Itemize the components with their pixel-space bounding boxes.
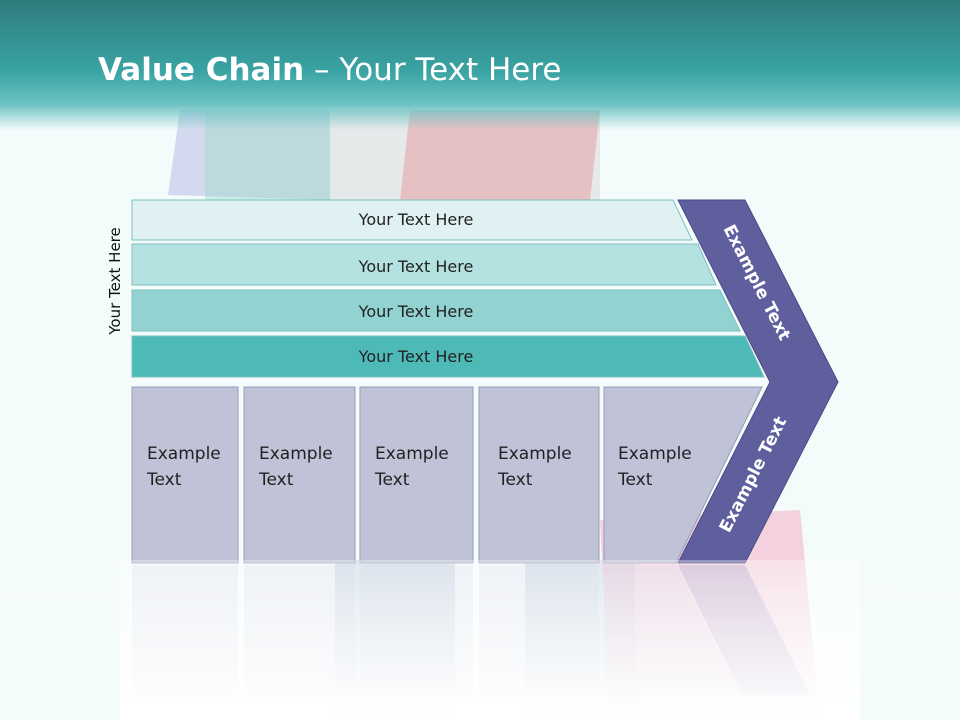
box-4-line2: Text [497, 470, 533, 490]
box-4 [478, 386, 600, 564]
bar-2-label: Your Text Here [358, 257, 474, 276]
bars-group: Your Text Here Your Text Here Your Text … [131, 199, 765, 378]
bar-4 [131, 335, 765, 378]
bar-1 [131, 199, 693, 241]
box-1-line2: Text [146, 470, 182, 490]
box-3-line2: Text [374, 470, 410, 490]
bar-3-label: Your Text Here [358, 302, 474, 321]
bar-1-label: Your Text Here [358, 210, 474, 229]
box-5-line1: Example [618, 444, 692, 464]
title-bold: Value Chain [98, 52, 305, 88]
reflection-fade [120, 560, 860, 720]
box-3-line1: Example [375, 444, 449, 464]
box-1 [131, 386, 239, 564]
boxes-group: Example Text Example Text Example Text E… [131, 386, 763, 564]
box-2 [243, 386, 356, 564]
box-3 [359, 386, 474, 564]
box-1-line1: Example [147, 444, 221, 464]
bar-4-label: Your Text Here [358, 347, 474, 366]
title-rest: – Your Text Here [304, 52, 562, 88]
slide-title: Value Chain – Your Text Here [98, 52, 561, 88]
box-4-line1: Example [498, 444, 572, 464]
bar-3 [131, 289, 741, 332]
box-2-line2: Text [258, 470, 294, 490]
header-band [0, 0, 960, 130]
bar-2 [131, 243, 717, 286]
box-2-line1: Example [259, 444, 333, 464]
box-5-line2: Text [617, 470, 653, 490]
